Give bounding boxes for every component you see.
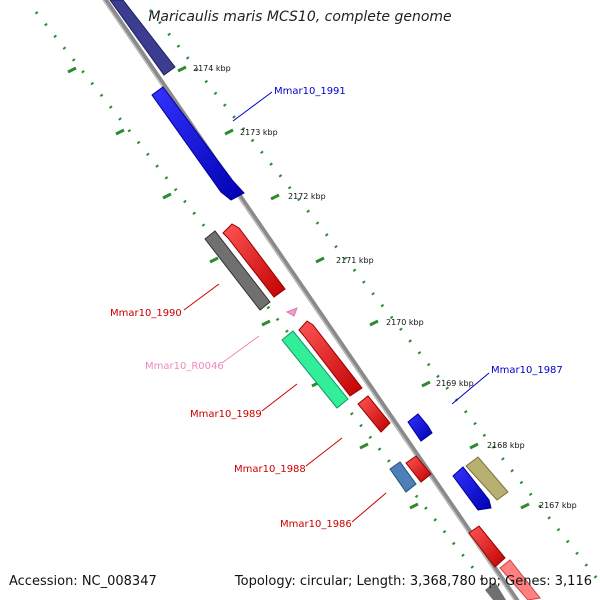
gene-arrow-1988-small[interactable] — [405, 455, 432, 483]
tick-mark — [177, 65, 187, 73]
tick-label: 2173 kbp — [240, 128, 278, 137]
diagram-title: Maricaulis maris MCS10, complete genome — [148, 9, 452, 25]
gene-arrow-1986-steel[interactable] — [389, 461, 417, 493]
tick-label: 2168 kbp — [487, 441, 525, 450]
outer-tick-track — [148, 9, 600, 581]
gene-label-1986[interactable]: Mmar10_1986 — [280, 519, 352, 530]
gene-label-1991[interactable]: Mmar10_1991 — [274, 86, 346, 97]
gene-arrow-red-lower[interactable] — [468, 525, 506, 568]
tick-mark — [270, 193, 280, 201]
tick-label: 2170 kbp — [386, 318, 424, 327]
gene-label-R0046[interactable]: Mmar10_R0046 — [145, 361, 224, 372]
gene-label-1989[interactable]: Mmar10_1989 — [190, 409, 262, 420]
leader-lines — [183, 91, 490, 523]
leader-line-1988 — [305, 437, 343, 467]
tick-mark — [421, 380, 431, 388]
tick-mark — [209, 256, 219, 264]
tick-mark — [224, 128, 234, 136]
tick-mark — [261, 319, 271, 327]
gene-arrow-1989-green[interactable] — [281, 330, 349, 409]
tick-marks — [177, 65, 530, 510]
gene-arrow-1989-forward[interactable] — [298, 320, 363, 397]
topology-text: Topology: circular; Length: 3,368,780 bp… — [234, 574, 592, 589]
leader-line-1987 — [451, 372, 490, 405]
gene-arrow-R0046[interactable] — [285, 307, 298, 317]
tick-label: 2171 kbp — [336, 256, 374, 265]
accession-text: Accession: NC_008347 — [9, 574, 157, 589]
gene-arrow-1990-grey[interactable] — [204, 230, 271, 311]
tick-mark — [520, 502, 530, 510]
gene-arrow-pale-red[interactable] — [499, 559, 541, 600]
leader-line-1989 — [261, 383, 298, 412]
gene-arrow-olive[interactable] — [465, 456, 509, 501]
genome-backbone — [102, 0, 520, 600]
tick-mark — [67, 66, 77, 74]
leader-line-1986 — [351, 492, 387, 523]
gene-arrow-1991[interactable] — [151, 86, 245, 201]
gene-label-1990[interactable]: Mmar10_1990 — [110, 308, 182, 319]
tick-label: 2167 kbp — [539, 501, 577, 510]
gene-arrow-1988-forward[interactable] — [357, 395, 391, 433]
leader-line-1990 — [183, 283, 220, 311]
tick-mark — [359, 442, 369, 450]
tick-mark — [469, 442, 479, 450]
gene-arrow-grey-bottom[interactable] — [485, 582, 506, 600]
gene-arrow-blue-lower[interactable] — [452, 466, 492, 511]
gene-arrow-dark-blue[interactable] — [109, 0, 176, 76]
tick-label: 2172 kbp — [288, 192, 326, 201]
inner-tick-track — [34, 11, 486, 583]
gene-label-1988[interactable]: Mmar10_1988 — [234, 464, 306, 475]
tick-mark — [409, 502, 419, 510]
leader-line-1991 — [232, 91, 273, 122]
gene-arrow-1987[interactable] — [407, 413, 433, 442]
tick-label: 2174 kbp — [193, 64, 231, 73]
leader-line-R0046 — [221, 335, 260, 364]
tick-mark — [315, 256, 325, 264]
gene-arrow-1990-forward[interactable] — [222, 223, 286, 298]
tick-mark — [369, 319, 379, 327]
tick-mark — [115, 128, 125, 136]
tick-label: 2169 kbp — [436, 379, 474, 388]
tick-mark — [162, 192, 172, 200]
gene-label-1987[interactable]: Mmar10_1987 — [491, 365, 563, 376]
